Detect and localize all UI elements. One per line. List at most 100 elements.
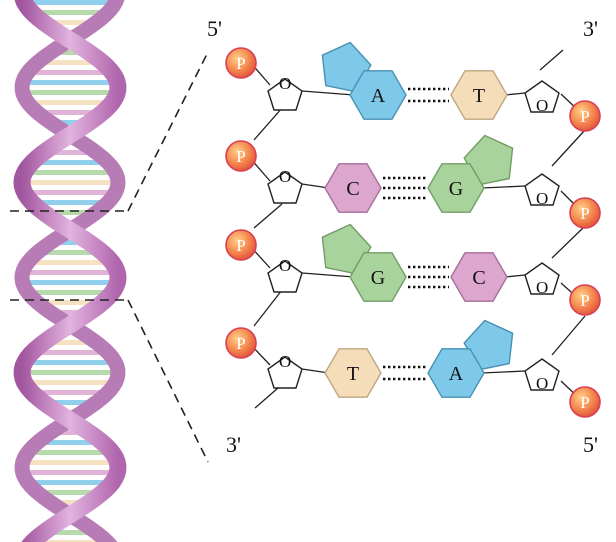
deoxyribose-right: O: [524, 80, 560, 115]
deoxyribose-left: O: [267, 74, 303, 111]
svg-text:O: O: [536, 374, 548, 393]
helix-rung: [22, 180, 118, 185]
svg-text:A: A: [449, 363, 464, 385]
helix-rung: [23, 80, 117, 85]
hydrogen-bonds: [408, 265, 449, 289]
helix-rung: [40, 250, 100, 255]
deoxyribose-left: O: [267, 352, 303, 389]
base-a-left: A: [349, 70, 407, 120]
helix-rung: [26, 100, 114, 105]
svg-text:C: C: [472, 267, 485, 289]
helix-rung: [47, 340, 93, 345]
svg-text:O: O: [536, 278, 548, 297]
helix-rung: [54, 430, 86, 435]
helix-rung: [40, 400, 100, 405]
phosphate-left: P: [225, 140, 257, 172]
svg-text:C: C: [346, 178, 359, 200]
helix-rung: [22, 470, 118, 475]
svg-text:P: P: [580, 393, 589, 412]
double-helix: [13, 0, 127, 542]
phosphate-right: P: [569, 100, 601, 132]
svg-text:P: P: [236, 334, 245, 353]
svg-text:O: O: [536, 189, 548, 208]
helix-rung: [40, 440, 100, 445]
helix-rung: [23, 460, 117, 465]
label-3-prime-bottom: 3': [226, 432, 241, 457]
hydrogen-bonds: [383, 365, 426, 381]
helix-rung: [26, 170, 114, 175]
svg-text:G: G: [371, 267, 385, 289]
svg-text:P: P: [580, 204, 589, 223]
svg-text:T: T: [347, 363, 359, 385]
helix-rung: [22, 280, 118, 285]
base-c-right: C: [450, 252, 508, 302]
label-5-prime-top: 5': [207, 16, 222, 41]
helix-rung: [23, 0, 117, 5]
base-t-right: T: [450, 70, 508, 120]
helix-rung: [23, 190, 117, 195]
hydrogen-bonds: [383, 176, 426, 200]
svg-text:O: O: [279, 167, 291, 186]
nucleotide-ladder: O O P P A T O O P P C G O O P P G C O O P P T A: [225, 41, 601, 418]
svg-text:P: P: [236, 147, 245, 166]
helix-rung: [47, 500, 93, 505]
phosphate-right: P: [569, 197, 601, 229]
label-3-prime-top: 3': [583, 16, 598, 41]
helix-rung: [47, 150, 93, 155]
helix-rung: [23, 380, 117, 385]
helix-rung: [34, 350, 106, 355]
svg-text:P: P: [580, 107, 589, 126]
phosphate-left: P: [225, 229, 257, 261]
helix-rung: [47, 530, 93, 535]
zoom-guide-bottom-diagonal: [127, 299, 209, 463]
phosphate-right: P: [569, 386, 601, 418]
deoxyribose-right: O: [524, 173, 560, 208]
helix-rung: [29, 260, 111, 265]
svg-text:P: P: [236, 236, 245, 255]
base-t-left: T: [324, 348, 382, 398]
helix-rung: [29, 10, 111, 15]
helix-rung: [29, 70, 111, 75]
base-g-right: G: [427, 163, 485, 213]
helix-back-strand: [14, 0, 126, 542]
helix-rung: [26, 290, 114, 295]
helix-rung: [34, 160, 106, 165]
helix-rung: [47, 310, 93, 315]
label-5-prime-bottom: 5': [583, 432, 598, 457]
helix-rung: [23, 270, 117, 275]
svg-text:O: O: [279, 74, 291, 93]
phosphate-right: P: [569, 284, 601, 316]
helix-rung: [40, 60, 100, 65]
base-g-left: G: [349, 252, 407, 302]
helix-rung: [22, 90, 118, 95]
base-a-right: A: [427, 348, 485, 398]
helix-base-pair-rungs: [22, 0, 118, 542]
helix-rung: [47, 120, 93, 125]
helix-rung: [54, 50, 86, 55]
purine-ring: [463, 134, 514, 186]
helix-rung: [34, 490, 106, 495]
phosphate-left: P: [225, 47, 257, 79]
svg-text:O: O: [536, 96, 548, 115]
helix-front-strand: [13, 0, 127, 542]
helix-rung: [26, 360, 114, 365]
phosphate-left: P: [225, 327, 257, 359]
helix-rung: [29, 200, 111, 205]
svg-text:T: T: [473, 85, 485, 107]
helix-rung: [40, 20, 100, 25]
zoom-guide-top-diagonal: [127, 51, 209, 212]
helix-rung: [40, 210, 100, 215]
deoxyribose-left: O: [267, 256, 303, 293]
helix-rung: [54, 240, 86, 245]
svg-text:P: P: [580, 291, 589, 310]
deoxyribose-right: O: [524, 262, 560, 297]
helix-rung: [34, 540, 106, 542]
hydrogen-bonds: [408, 87, 449, 103]
deoxyribose-left: O: [267, 167, 303, 204]
deoxyribose-right: O: [524, 358, 560, 393]
svg-text:O: O: [279, 352, 291, 371]
svg-text:G: G: [449, 178, 463, 200]
helix-rung: [29, 450, 111, 455]
base-c-left: C: [324, 163, 382, 213]
